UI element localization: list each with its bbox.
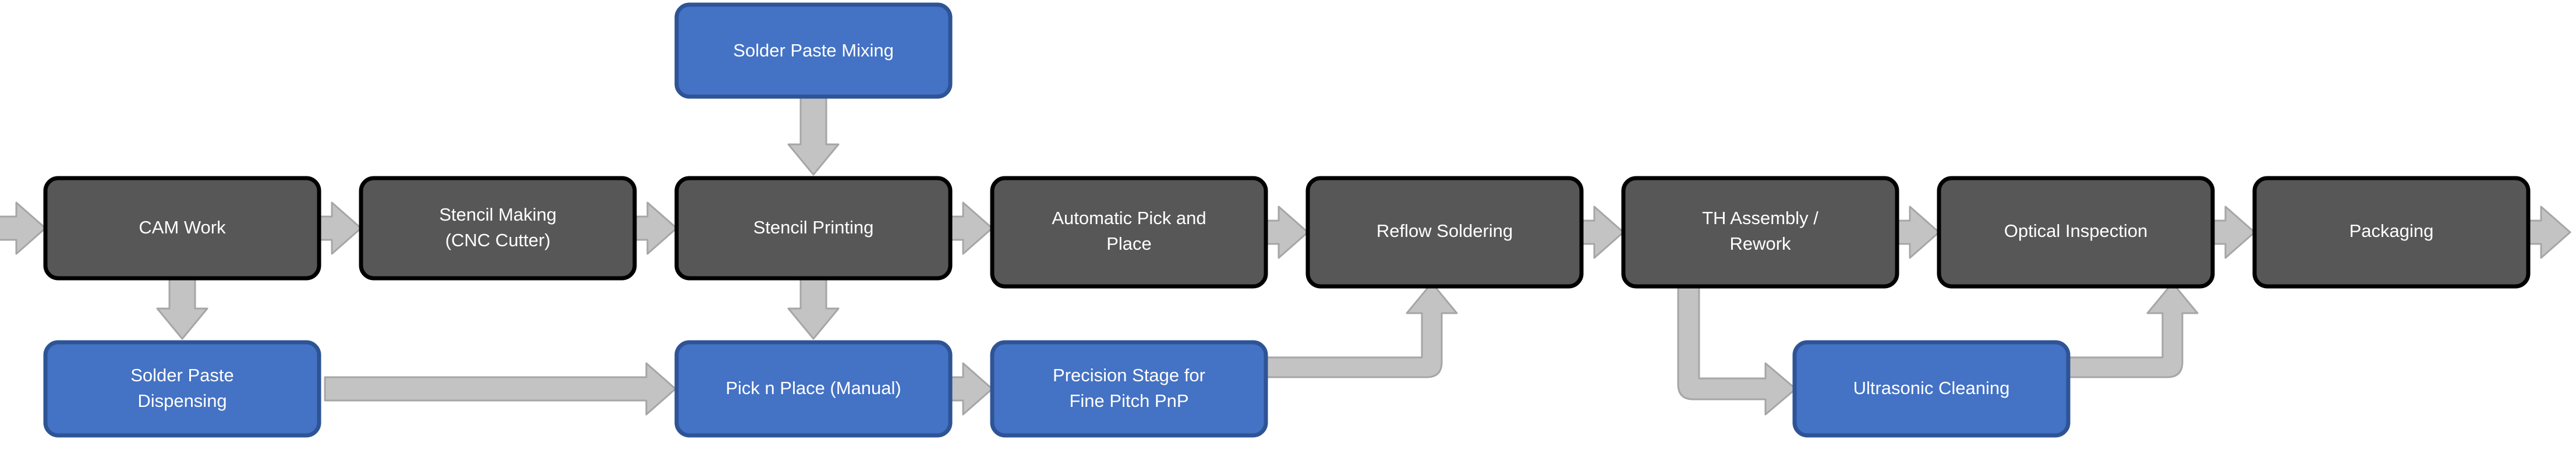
node-ultrasonic-cleaning[interactable]: Ultrasonic Cleaning <box>1792 340 2071 438</box>
connector-reflow-soldering-to-th-assembly-rework <box>1580 205 1625 259</box>
node-packaging[interactable]: Packaging <box>2252 176 2531 289</box>
node-automatic-pick-and-place[interactable]: Automatic Pick and Place <box>990 176 1268 289</box>
node-stencil-printing-shape[interactable] <box>674 176 953 281</box>
connector-ultrasonic-cleaning-to-optical-inspection <box>2067 282 2199 378</box>
connector-stencil-printing-to-automatic-pick-and-place <box>949 201 993 255</box>
node-packaging-label: Packaging <box>2349 221 2434 241</box>
connector-solder-paste-mixing-to-stencil-printing <box>787 95 840 176</box>
node-stencil-making-label-line2: (CNC Cutter) <box>445 230 551 250</box>
node-optical-inspection-label: Optical Inspection <box>2004 221 2147 241</box>
node-solder-paste-mixing-shape[interactable] <box>674 2 953 99</box>
node-precision-stage-fine-pitch-label-line1: Precision Stage for <box>1053 365 1205 385</box>
node-packaging-shape[interactable] <box>2252 176 2531 289</box>
connector-th-assembly-rework-to-optical-inspection <box>1896 205 1940 259</box>
connector-th-assembly-rework-to-ultrasonic-cleaning <box>1677 285 1797 416</box>
node-optical-inspection-shape[interactable] <box>1937 176 2215 289</box>
node-solder-paste-dispensing-label-line1: Solder Paste <box>130 365 234 385</box>
node-stencil-printing[interactable]: Stencil Printing <box>674 176 953 281</box>
node-solder-paste-mixing[interactable]: Solder Paste Mixing <box>674 2 953 99</box>
node-automatic-pick-and-place-label-line1: Automatic Pick and <box>1052 208 1206 228</box>
connector-automatic-pick-and-place-to-reflow-soldering <box>1265 205 1309 259</box>
connector-cam-work-to-stencil-making <box>318 201 362 255</box>
node-automatic-pick-and-place-label-line2: Place <box>1106 233 1152 254</box>
node-solder-paste-dispensing-shape[interactable] <box>43 340 321 438</box>
node-stencil-making-shape[interactable] <box>359 176 637 281</box>
node-cam-work[interactable]: CAM Work <box>43 176 321 281</box>
connector-stencil-printing-to-pick-n-place-manual <box>787 278 840 340</box>
node-precision-stage-fine-pitch[interactable]: Precision Stage for Fine Pitch PnP <box>990 340 1268 438</box>
node-stencil-printing-label: Stencil Printing <box>753 217 874 238</box>
node-pick-n-place-manual-shape[interactable] <box>674 340 953 438</box>
node-solder-paste-mixing-label: Solder Paste Mixing <box>733 40 894 61</box>
node-pick-n-place-manual[interactable]: Pick n Place (Manual) <box>674 340 953 438</box>
node-stencil-making-label-line1: Stencil Making <box>439 204 557 225</box>
node-th-assembly-rework-shape[interactable] <box>1621 176 1899 289</box>
connector-packaging-to-out <box>2527 205 2571 259</box>
node-th-assembly-rework-label-line2: Rework <box>1729 233 1791 254</box>
node-optical-inspection[interactable]: Optical Inspection <box>1937 176 2215 289</box>
node-ultrasonic-cleaning-shape[interactable] <box>1792 340 2071 438</box>
node-cam-work-label: CAM Work <box>139 217 226 238</box>
node-th-assembly-rework-label-line1: TH Assembly / <box>1702 208 1818 228</box>
node-ultrasonic-cleaning-label: Ultrasonic Cleaning <box>1853 378 2010 398</box>
connector-precision-stage-to-reflow-soldering <box>1265 282 1458 378</box>
node-precision-stage-fine-pitch-shape[interactable] <box>990 340 1268 438</box>
node-precision-stage-fine-pitch-label-line2: Fine Pitch PnP <box>1069 391 1188 411</box>
connector-solder-paste-dispensing-to-pick-n-place-manual <box>324 362 677 416</box>
connector-in-to-cam-work <box>0 201 47 255</box>
connector-pick-n-place-manual-to-precision-stage <box>949 362 993 416</box>
node-stencil-making[interactable]: Stencil Making (CNC Cutter) <box>359 176 637 281</box>
node-th-assembly-rework[interactable]: TH Assembly / Rework <box>1621 176 1899 289</box>
node-reflow-soldering-label: Reflow Soldering <box>1377 221 1513 241</box>
connector-cam-work-to-solder-paste-dispensing <box>156 278 208 340</box>
node-automatic-pick-and-place-shape[interactable] <box>990 176 1268 289</box>
node-solder-paste-dispensing-label-line2: Dispensing <box>137 391 227 411</box>
node-solder-paste-dispensing[interactable]: Solder Paste Dispensing <box>43 340 321 438</box>
connector-stencil-making-to-stencil-printing <box>634 201 678 255</box>
connector-optical-inspection-to-packaging <box>2211 205 2256 259</box>
node-cam-work-shape[interactable] <box>43 176 321 281</box>
node-reflow-soldering[interactable]: Reflow Soldering <box>1305 176 1584 289</box>
node-pick-n-place-manual-label: Pick n Place (Manual) <box>726 378 901 398</box>
node-reflow-soldering-shape[interactable] <box>1305 176 1584 289</box>
